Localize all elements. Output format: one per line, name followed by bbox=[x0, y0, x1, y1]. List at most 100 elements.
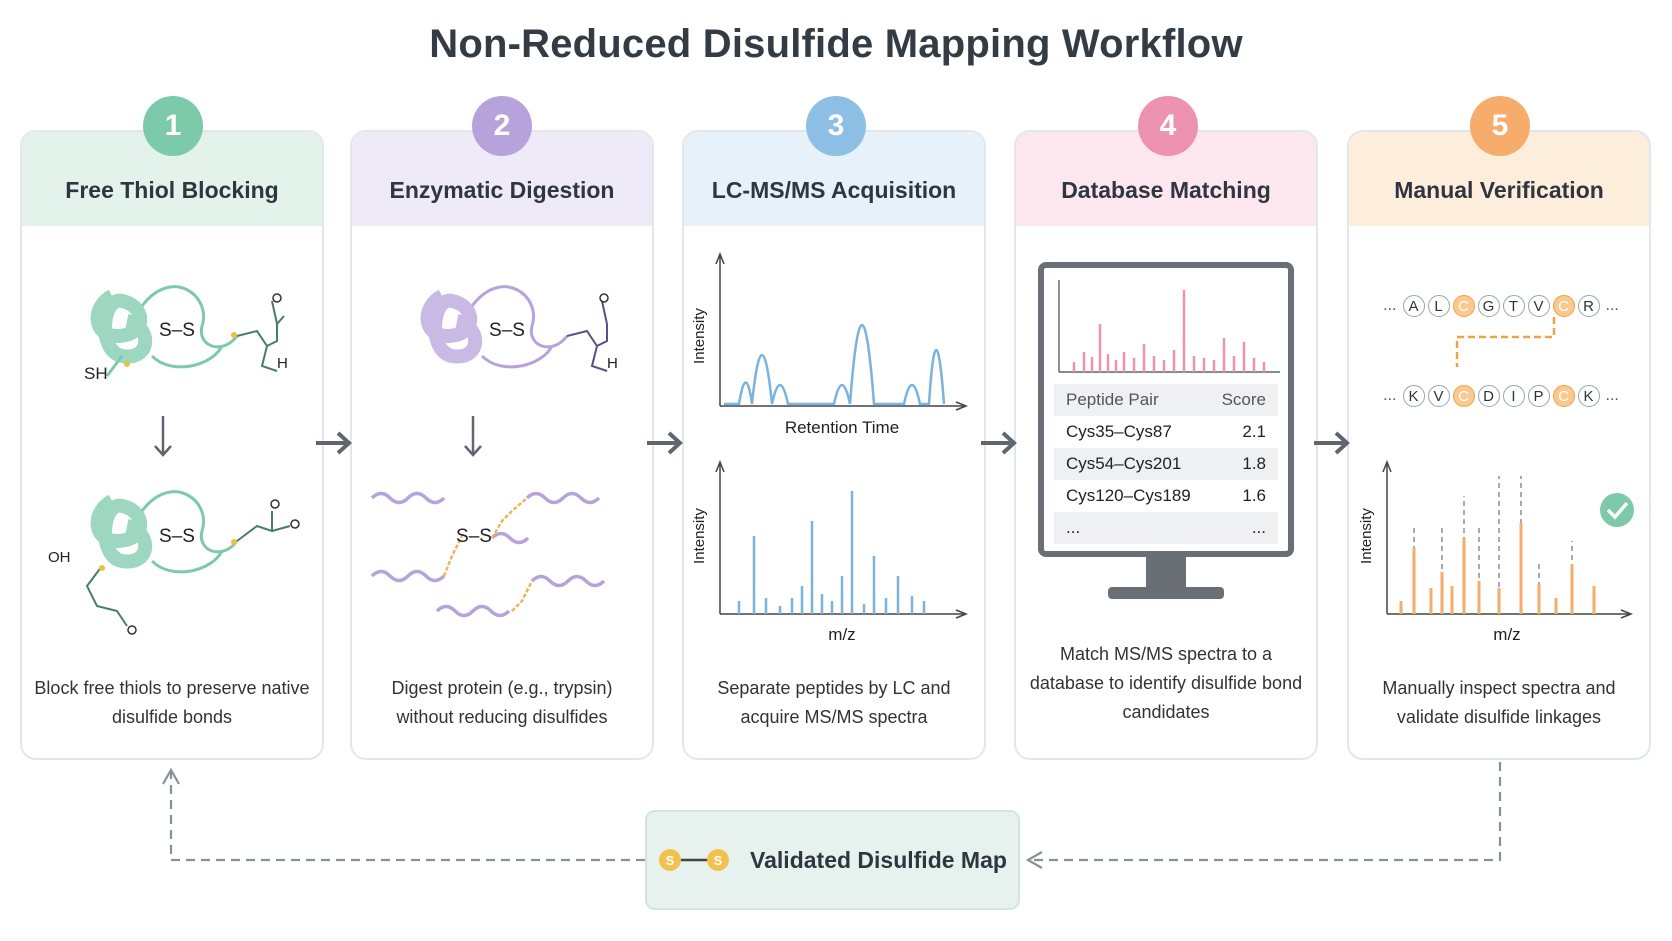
down-arrow-icon bbox=[464, 416, 482, 457]
h-label: H bbox=[277, 355, 288, 372]
disulfide-label: S–S bbox=[159, 526, 195, 547]
arrow-right-icon bbox=[647, 431, 683, 455]
screen-spectrum-peaks bbox=[1072, 290, 1266, 372]
chromatogram-y-label: Intensity bbox=[691, 308, 708, 364]
amino-acid-residue: K bbox=[1577, 385, 1600, 407]
intact-protein-icon bbox=[420, 285, 569, 369]
ms-y-label: Intensity bbox=[691, 508, 708, 564]
step-1-description: Block free thiols to preserve native dis… bbox=[34, 678, 310, 727]
step-1-badge: 1 bbox=[143, 96, 203, 156]
peptide-pair-cell: ... bbox=[1066, 518, 1081, 537]
disulfide-label: S–S bbox=[456, 526, 492, 547]
alkylated-chain bbox=[85, 511, 291, 627]
thiol-dot-icon bbox=[124, 361, 130, 367]
candidates-table: Peptide Pair Score Cys35–Cys87 2.1 Cys54… bbox=[1054, 384, 1278, 544]
amino-acid-residue: R bbox=[1577, 295, 1600, 317]
thiol-dot-icon bbox=[231, 332, 237, 338]
disulfide-label: S–S bbox=[489, 320, 525, 341]
chromatogram-trace bbox=[724, 324, 946, 406]
oxygen-atom-icon bbox=[272, 293, 282, 303]
monitor-base bbox=[1108, 587, 1224, 599]
chromatogram-axes bbox=[715, 251, 969, 411]
sequence-ellipsis: ... bbox=[1605, 387, 1619, 404]
oxygen-atom-icon bbox=[599, 293, 609, 303]
validated-map-box: S S Validated Disulfide Map bbox=[645, 810, 1020, 910]
sequence-ellipsis: ... bbox=[1383, 297, 1397, 314]
score-cell: 1.8 bbox=[1242, 454, 1266, 473]
step-3-badge: 3 bbox=[806, 96, 866, 156]
down-arrow-icon bbox=[154, 416, 172, 457]
table-row: Cys54–Cys201 1.8 bbox=[1054, 448, 1278, 480]
computer-monitor: Peptide Pair Score Cys35–Cys87 2.1 Cys54… bbox=[1038, 262, 1294, 599]
amino-acid-residue: P bbox=[1527, 385, 1550, 407]
disulfide-link-line bbox=[1455, 317, 1556, 367]
step-5-title: Manual Verification bbox=[1349, 132, 1649, 226]
disulfide-bond-icon: S S bbox=[659, 849, 730, 871]
validated-map-label: Validated Disulfide Map bbox=[750, 846, 1007, 873]
column-header-score: Score bbox=[1221, 390, 1266, 409]
sulfur-letter: S bbox=[666, 853, 675, 868]
column-header-pair: Peptide Pair bbox=[1066, 390, 1159, 409]
blocked-thiol-icon bbox=[231, 539, 237, 545]
oh-label: OH bbox=[48, 549, 71, 566]
step-3-panel: LC-MS/MS Acquisition Intensity Retention… bbox=[682, 130, 986, 760]
h-label: H bbox=[607, 355, 618, 372]
digestion-illustration: S–S H S–S bbox=[370, 285, 618, 618]
amino-acid-residue: D bbox=[1477, 385, 1500, 407]
monitor-screen: Peptide Pair Score Cys35–Cys87 2.1 Cys54… bbox=[1038, 262, 1294, 557]
arrow-right-icon bbox=[981, 431, 1017, 455]
verify-axes bbox=[1382, 459, 1634, 619]
amino-acid-residue: I bbox=[1502, 385, 1525, 407]
score-cell: ... bbox=[1251, 518, 1266, 537]
protein-after-icon bbox=[90, 490, 239, 574]
score-cell: 1.6 bbox=[1242, 486, 1266, 505]
observed-peaks bbox=[1399, 523, 1596, 614]
amino-acid-residue: K bbox=[1402, 385, 1425, 407]
arrow-right-icon bbox=[316, 431, 352, 455]
amino-acid-residue: V bbox=[1527, 295, 1550, 317]
page-title: Non-Reduced Disulfide Mapping Workflow bbox=[429, 22, 1243, 66]
score-cell: 2.1 bbox=[1242, 422, 1266, 441]
sequence-ellipsis: ... bbox=[1383, 387, 1397, 404]
step-3-title-text: LC-MS/MS Acquisition bbox=[711, 177, 957, 203]
peptide-pair-cell: Cys120–Cys189 bbox=[1066, 486, 1191, 505]
lcms-illustration: Intensity Retention Time Intensity m/z bbox=[691, 251, 969, 644]
monitor-stand bbox=[1146, 557, 1186, 589]
peptide-fragments-icon bbox=[370, 491, 606, 618]
step-2-title-text: Enzymatic Digestion bbox=[389, 177, 615, 203]
disulfide-label: S–S bbox=[159, 320, 195, 341]
side-chain bbox=[566, 300, 608, 372]
thiol-blocking-illustration: S–S SH H S–S OH bbox=[48, 285, 300, 635]
blocked-thiol-icon bbox=[99, 565, 105, 571]
step-2-panel: Enzymatic Digestion S–S H S–S Digest pro… bbox=[350, 130, 654, 760]
linked-peptide-chain bbox=[442, 497, 534, 612]
step-2-badge: 2 bbox=[472, 96, 532, 156]
table-row: Cys120–Cys189 1.6 bbox=[1054, 480, 1278, 512]
cysteine-residue: C bbox=[1452, 385, 1475, 407]
oxygen-atom-icon bbox=[127, 625, 137, 635]
peptide-pair-cell: Cys54–Cys201 bbox=[1066, 454, 1182, 473]
step-2-description: Digest protein (e.g., trypsin) without r… bbox=[391, 678, 613, 727]
ms-spectrum-peaks bbox=[737, 491, 926, 614]
step-5-title-text: Manual Verification bbox=[1394, 177, 1604, 203]
step-4-title-text: Database Matching bbox=[1061, 177, 1271, 203]
oxygen-atom-icon bbox=[270, 499, 280, 509]
step-3-description: Separate peptides by LC and acquire MS/M… bbox=[717, 678, 951, 727]
screen-spectrum bbox=[1058, 280, 1280, 373]
sequence-ellipsis: ... bbox=[1605, 297, 1619, 314]
step-4-panel: Database Matching bbox=[1014, 130, 1318, 760]
step-5-badge: 5 bbox=[1470, 96, 1530, 156]
amino-acid-residue: V bbox=[1427, 385, 1450, 407]
protein-before-icon bbox=[90, 285, 239, 377]
peptide-pair-cell: Cys35–Cys87 bbox=[1066, 422, 1172, 441]
cysteine-residue: C bbox=[1552, 385, 1575, 407]
step-1-title-text: Free Thiol Blocking bbox=[65, 177, 279, 203]
ms-x-label: m/z bbox=[828, 625, 855, 644]
oxygen-atom-icon bbox=[290, 519, 300, 529]
table-header: Peptide Pair Score bbox=[1054, 384, 1278, 416]
verification-spectrum: Intensity m/z bbox=[1358, 459, 1634, 644]
cysteine-residue: C bbox=[1452, 295, 1475, 317]
amino-acid-residue: A bbox=[1402, 295, 1425, 317]
